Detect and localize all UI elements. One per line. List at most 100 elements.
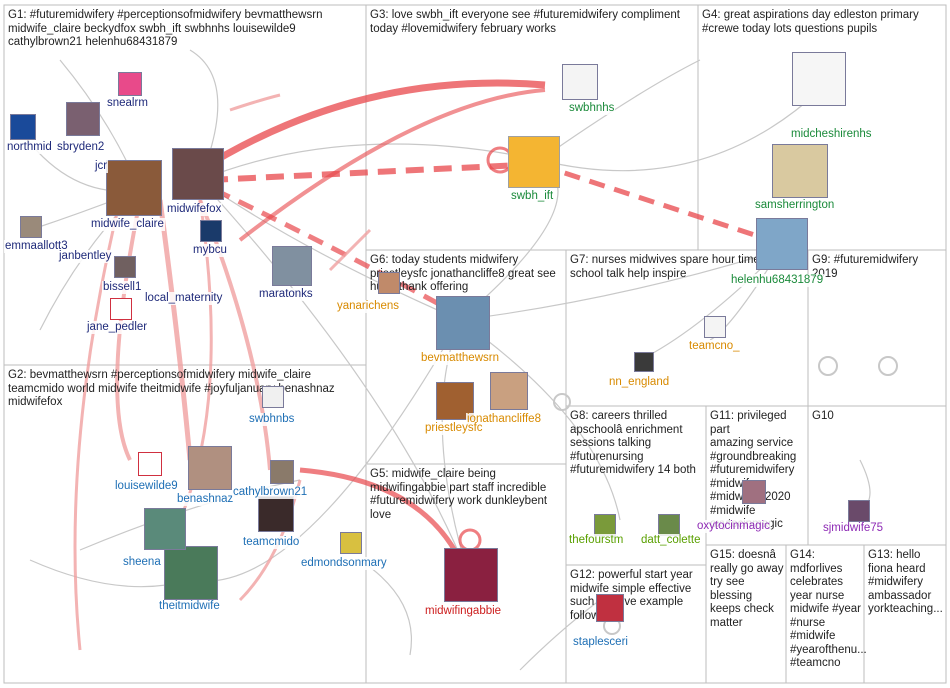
avatar-swbhnbs[interactable] <box>262 386 284 408</box>
avatar-thefourstm[interactable] <box>594 514 616 536</box>
vertex-label-edmondsonmary: edmondsonmary <box>300 557 388 570</box>
group-box-g13 <box>863 544 947 684</box>
avatar-sbryden2[interactable] <box>66 102 100 136</box>
avatar-midwife-claire[interactable] <box>106 160 162 216</box>
vertex-label-northmid: northmid <box>6 141 53 154</box>
avatar-teamcmido[interactable] <box>258 496 294 532</box>
edge <box>459 319 621 521</box>
group-title-g4: G4: great aspirations day edleston prima… <box>702 9 919 35</box>
edge-strong <box>213 187 452 313</box>
vertex-label-datt-colette: datt_colette <box>640 534 702 547</box>
vertex-label-snealrm: snealrm <box>106 97 149 110</box>
vertex-label-bissell1: bissell1 <box>102 281 143 294</box>
avatar-sjmidwife75[interactable] <box>848 500 870 522</box>
avatar-jonathancliffe8[interactable] <box>490 372 528 410</box>
self-loop <box>818 356 838 376</box>
avatar-samsherrington[interactable] <box>772 144 828 198</box>
avatar-yanarichens[interactable] <box>378 272 400 294</box>
vertex-label-yanarichens: yanarichens <box>336 300 401 313</box>
avatar-staplesceri[interactable] <box>596 594 624 622</box>
self-loop <box>553 393 571 411</box>
vertex-label-cathylbrown21: cathylbrown21 <box>232 486 309 499</box>
vertex-label-louisewilde9: louisewilde9 <box>114 480 179 493</box>
vertex-label-mybcu: mybcu <box>192 244 228 257</box>
avatar-midcheshirenhs[interactable] <box>792 52 846 106</box>
edge-strong <box>539 162 771 243</box>
edge <box>519 599 601 671</box>
vertex-label-swbhnbs: swbhnbs <box>248 413 296 426</box>
edge-pink <box>73 199 122 651</box>
vertex-label-sheena: sheena <box>122 556 162 569</box>
vertex-label-priestleysfc: priestleysfc <box>424 422 484 435</box>
group-title-g10: G10 <box>812 410 834 422</box>
avatar-bissell1[interactable] <box>114 256 136 278</box>
avatar-snealrm[interactable] <box>118 72 142 96</box>
avatar-teamcno[interactable] <box>704 316 726 338</box>
vertex-label-jcr: jcr <box>94 160 109 173</box>
vertex-label-swbhnhs: swbhnhs <box>568 102 616 115</box>
group-title-g8: G8: careers thrilled apschoolâ enrichmen… <box>570 410 696 476</box>
vertex-label-emmaallott3: emmaallott3 <box>4 240 69 253</box>
vertex-label-jonathancliffe8: jonathancliffe8 <box>466 413 542 426</box>
vertex-label-benashnaz: benashnaz <box>176 493 235 506</box>
vertex-label-helenhu: helenhu68431879 <box>730 274 825 287</box>
edge-strong <box>209 162 521 183</box>
group-title-g1: G1: #futuremidwifery #perceptionsofmidwi… <box>8 9 323 48</box>
vertex-label-swbh-ift: swbh_ift <box>510 190 555 203</box>
group-title-g9: G9: #futuremidwifery 2019 <box>812 254 919 280</box>
edge <box>189 319 461 582</box>
avatar-oxytocinmagic[interactable] <box>742 480 766 504</box>
avatar-bevmatthewsrn[interactable] <box>436 296 490 350</box>
vertex-label-teamcmido: teamcmido <box>242 536 301 549</box>
avatar-midwifefox[interactable] <box>172 148 224 200</box>
self-loop <box>878 356 898 376</box>
group-title-g13: G13: hello fiona heard #midwifery ambass… <box>868 549 943 615</box>
avatar-emmaallott3[interactable] <box>20 216 42 238</box>
vertex-label-oxytocinmagic: oxytocinmagic <box>696 520 771 533</box>
group-title-g15: G15: doesnâ really go away try see bless… <box>710 549 784 629</box>
vertex-label-sjmidwife75: sjmidwife75 <box>822 522 885 535</box>
vertex-label-janbentley: janbentley <box>58 250 113 263</box>
avatar-theitmidwife[interactable] <box>164 546 218 600</box>
edge <box>79 479 301 551</box>
vertex-label-midwifefox: midwifefox <box>166 203 223 216</box>
avatar-northmid[interactable] <box>10 114 36 140</box>
vertex-label-local-maternity: local_maternity <box>144 292 224 305</box>
vertex-label-staplesceri: staplesceri <box>572 636 629 649</box>
self-loop <box>458 528 482 552</box>
group-title-g5: G5: midwife_claire being midwifingabbie … <box>370 468 548 521</box>
avatar-edmondsonmary[interactable] <box>340 532 362 554</box>
edge-strong <box>238 88 546 242</box>
vertex-label-midwife-claire: midwife_claire <box>90 218 165 231</box>
avatar-datt-colette[interactable] <box>658 514 680 536</box>
group-title-g3: G3: love swbh_ift everyone see #futuremi… <box>370 9 681 35</box>
edge <box>539 59 701 161</box>
avatar-mybcu[interactable] <box>200 220 222 242</box>
edge <box>539 89 821 172</box>
avatar-benashnaz[interactable] <box>188 446 232 490</box>
avatar-sheena[interactable] <box>144 508 186 550</box>
edge <box>459 249 781 321</box>
vertex-label-midwifingabbie: midwifingabbie <box>424 605 503 618</box>
avatar-swbhnhs[interactable] <box>562 64 598 100</box>
edge-strong <box>198 79 546 173</box>
vertex-label-teamcno: teamcno_ <box>688 340 741 353</box>
edge-pink <box>157 199 193 461</box>
avatar-louisewilde9[interactable] <box>138 452 162 476</box>
edge <box>199 179 471 581</box>
avatar-helenhu[interactable] <box>756 218 808 270</box>
avatar-swbh-ift[interactable] <box>508 136 560 188</box>
group-title-g11: G11: privileged part amazing service #gr… <box>710 410 797 530</box>
edge-pink <box>229 93 281 112</box>
vertex-label-nn-england: nn_england <box>608 376 671 389</box>
avatar-jane-pedler[interactable] <box>110 298 132 320</box>
avatar-nn-england[interactable] <box>634 352 654 372</box>
vertex-label-sbryden2: sbryden2 <box>56 141 106 154</box>
vertex-label-theitmidwife: theitmidwife <box>158 600 221 613</box>
edge <box>359 559 412 656</box>
avatar-maratonks[interactable] <box>272 246 312 286</box>
avatar-cathylbrown21[interactable] <box>270 460 294 484</box>
edge-pink <box>328 228 372 272</box>
avatar-midwifingabbie[interactable] <box>444 548 498 602</box>
group-title-g12: G12: powerful start year midwife simple … <box>570 569 693 622</box>
